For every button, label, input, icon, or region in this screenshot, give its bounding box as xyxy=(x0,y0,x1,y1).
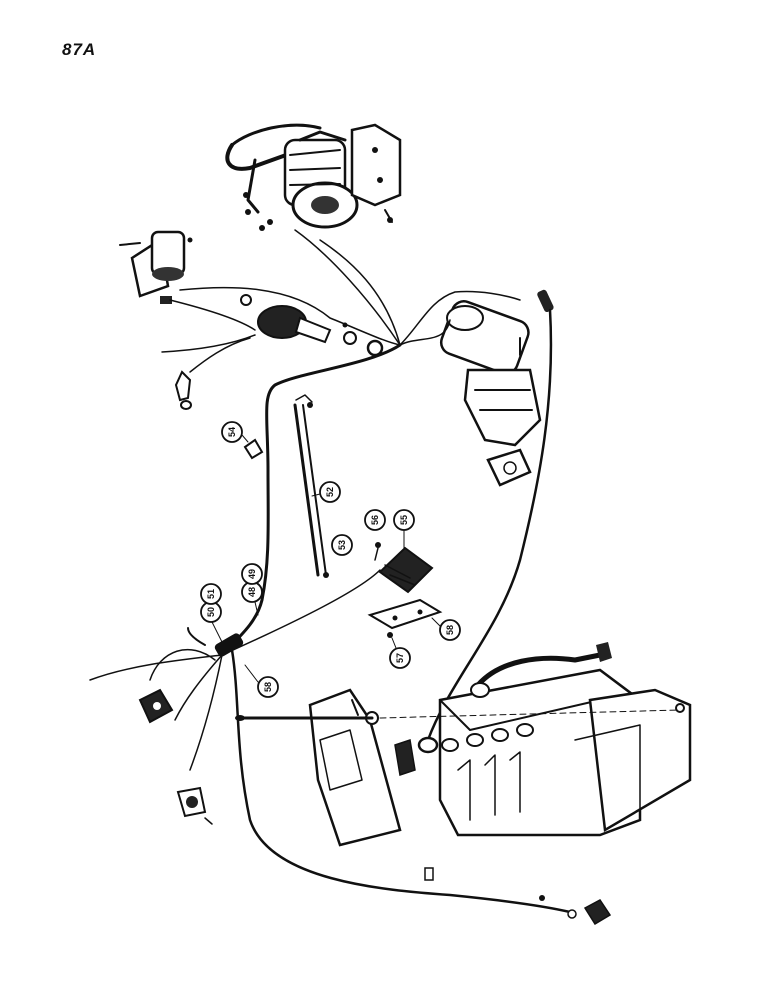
callout-51: 51 xyxy=(200,583,223,643)
battery-cells xyxy=(441,723,534,821)
callout-48: 48 xyxy=(241,581,263,603)
callout-label: 58 xyxy=(445,625,455,635)
generator-adjust-strap xyxy=(243,158,273,231)
battery-tray xyxy=(235,688,402,847)
clip-54 xyxy=(243,438,264,460)
callout-55: 55 xyxy=(393,509,415,549)
callout-label: 51 xyxy=(206,589,216,599)
callout-label: 56 xyxy=(370,515,380,525)
ignition-coil xyxy=(119,230,193,304)
voltage-regulator xyxy=(374,542,434,594)
callout-54: 54 xyxy=(221,421,249,443)
regulator-bracket xyxy=(367,598,443,638)
callout-label: 53 xyxy=(337,540,347,550)
starter-motor xyxy=(439,289,554,487)
generator-bracket xyxy=(350,123,402,223)
temperature-sender xyxy=(174,370,192,410)
ground-strap xyxy=(470,642,612,698)
battery-cable-terminal xyxy=(417,736,439,754)
harness-clip xyxy=(424,867,434,881)
callout-label: 48 xyxy=(247,587,257,597)
harness-connector xyxy=(214,633,244,657)
oil-pressure-switch xyxy=(539,895,612,926)
callout-label: 57 xyxy=(395,653,405,663)
callout-53: 53 xyxy=(331,534,353,556)
callout-label: 55 xyxy=(399,515,409,525)
light-switch xyxy=(138,688,174,724)
battery-clamp xyxy=(394,739,416,776)
callout-57: 57 xyxy=(389,637,411,669)
distributor xyxy=(240,294,384,357)
callout-58-harness: 58 xyxy=(244,664,279,698)
callout-58-bracket: 58 xyxy=(431,617,461,641)
generator xyxy=(225,123,359,229)
callout-56: 56 xyxy=(364,509,386,531)
callout-52: 52 xyxy=(311,481,341,503)
brace-strap xyxy=(293,394,329,578)
wiring-harness xyxy=(89,229,572,914)
callout-50: 50 xyxy=(200,601,222,623)
callout-label: 58 xyxy=(263,682,273,692)
callout-49: 49 xyxy=(241,563,263,616)
callout-label: 50 xyxy=(206,607,216,617)
ignition-switch xyxy=(176,786,213,825)
battery xyxy=(379,668,692,837)
callout-label: 49 xyxy=(247,569,257,579)
callout-label: 52 xyxy=(325,487,335,497)
page-number: 87A xyxy=(62,40,97,59)
callout-label: 54 xyxy=(227,427,237,437)
